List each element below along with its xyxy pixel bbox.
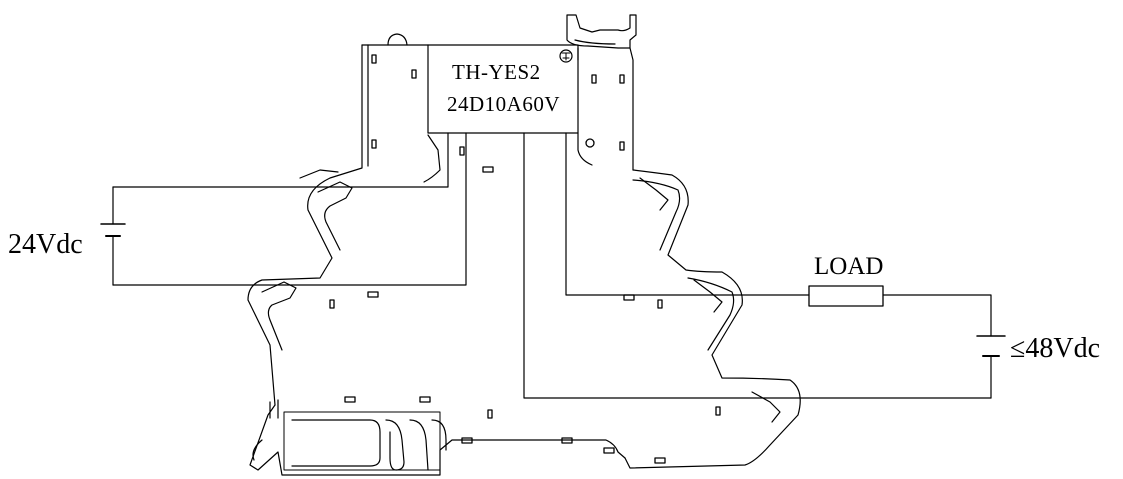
load-label: LOAD	[814, 253, 884, 280]
load-resistor	[808, 285, 884, 307]
din-rail-foot	[249, 399, 626, 476]
relay-model-line2: 24D10A60V	[447, 92, 560, 116]
output-circuit	[523, 132, 1006, 399]
output-voltage-label: ≤48Vdc	[1010, 333, 1101, 364]
socket-body-right	[566, 14, 801, 469]
input-voltage-label: 24Vdc	[8, 229, 83, 260]
socket-body-left	[247, 33, 441, 406]
relay-module	[427, 44, 579, 134]
relay-model-line1: TH-YES2	[452, 60, 541, 84]
input-circuit	[100, 132, 467, 286]
